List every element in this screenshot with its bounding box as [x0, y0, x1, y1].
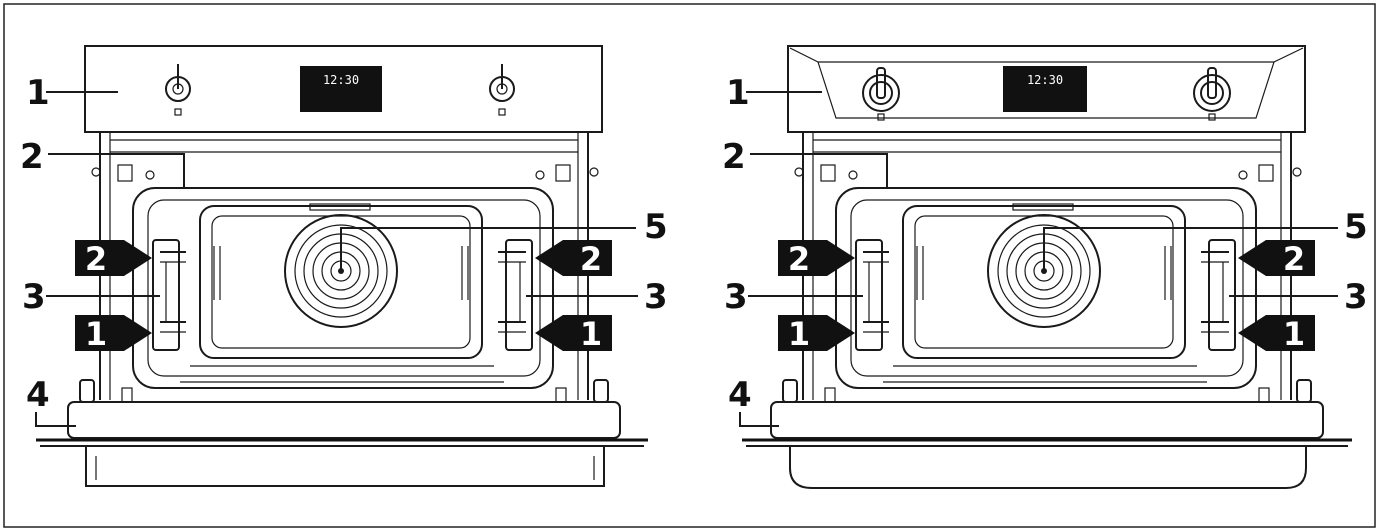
right-knob [1193, 67, 1231, 121]
level-tag-lower-left: 1 [75, 315, 152, 353]
level-tag-upper-left: 2 [75, 240, 152, 278]
oven-door [742, 401, 1352, 489]
callout-3-left: 3 [724, 277, 863, 317]
oven-display [300, 66, 382, 112]
callout-4: 4 [26, 375, 76, 427]
display-text: 12:30 [1027, 73, 1063, 87]
svg-text:2: 2 [1283, 240, 1305, 278]
callout-5: 5 [340, 207, 668, 270]
callout-1: 1 [26, 73, 118, 113]
svg-text:3: 3 [644, 277, 668, 317]
callout-2: 2 [20, 137, 185, 188]
callout-3-left: 3 [22, 277, 160, 317]
callout-5: 5 [1043, 207, 1368, 270]
level-tag-upper-right: 2 [535, 240, 612, 278]
svg-text:2: 2 [788, 240, 810, 278]
oven-cavity [835, 187, 1257, 389]
svg-text:1: 1 [1283, 315, 1305, 353]
left-knob [165, 64, 191, 116]
level-tag-lower-left: 1 [778, 315, 855, 353]
control-panel [84, 45, 603, 133]
left-knob [862, 67, 900, 121]
callout-3-right: 3 [1229, 277, 1368, 317]
callout-1: 1 [726, 73, 822, 113]
oven-door [36, 401, 648, 487]
svg-text:1: 1 [788, 315, 810, 353]
svg-text:2: 2 [580, 240, 602, 278]
svg-text:3: 3 [22, 277, 46, 317]
svg-text:2: 2 [20, 137, 44, 177]
svg-text:4: 4 [728, 375, 752, 415]
oven-right: 12:30 [722, 45, 1368, 489]
svg-text:1: 1 [580, 315, 602, 353]
side-vents [916, 246, 1172, 300]
oven-left: 12:30 [20, 45, 668, 487]
oven-display [1003, 66, 1087, 112]
level-tag-upper-right: 2 [1238, 240, 1315, 278]
display-text: 12:30 [323, 73, 359, 87]
svg-text:2: 2 [722, 137, 746, 177]
callout-4: 4 [728, 375, 779, 427]
frame-border [3, 3, 1376, 528]
right-knob [489, 64, 515, 116]
svg-text:5: 5 [1344, 207, 1368, 247]
svg-text:4: 4 [26, 375, 50, 415]
svg-text:2: 2 [85, 240, 107, 278]
control-panel [787, 45, 1306, 133]
svg-text:3: 3 [1344, 277, 1368, 317]
back-panel [902, 205, 1186, 359]
svg-text:1: 1 [85, 315, 107, 353]
svg-text:5: 5 [644, 207, 668, 247]
oven-cavity [132, 187, 554, 389]
level-tag-lower-right: 1 [535, 315, 612, 353]
back-panel [199, 205, 483, 359]
svg-text:1: 1 [26, 73, 50, 113]
svg-text:3: 3 [724, 277, 748, 317]
callout-3-right: 3 [526, 277, 668, 317]
svg-text:1: 1 [726, 73, 750, 113]
callout-2: 2 [722, 137, 888, 188]
level-tag-lower-right: 1 [1238, 315, 1315, 353]
side-vents [213, 246, 469, 300]
level-tag-upper-left: 2 [778, 240, 855, 278]
